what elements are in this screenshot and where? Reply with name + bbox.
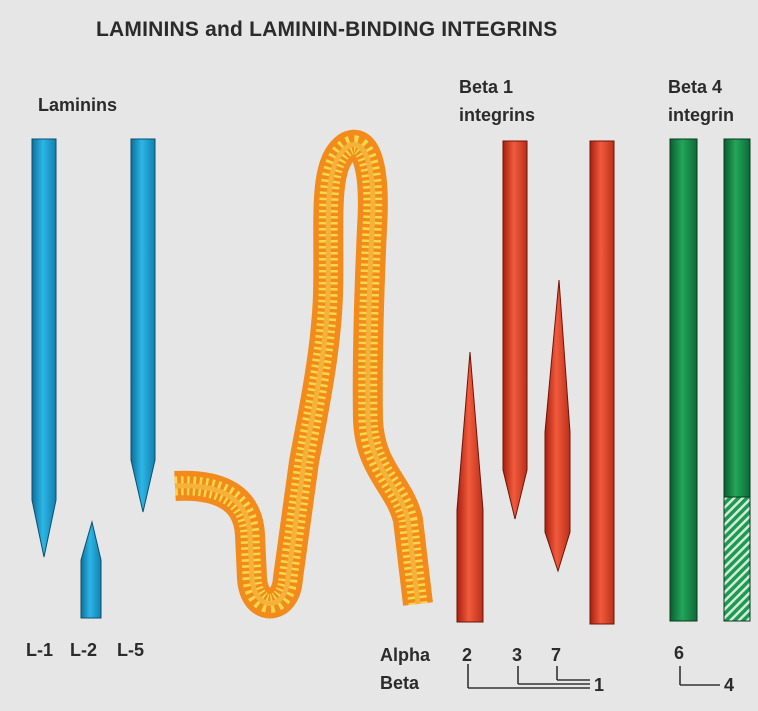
laminin-l1-chain xyxy=(32,139,56,557)
beta4-heading-line2: integrin xyxy=(668,101,734,129)
beta1-heading-line1: Beta 1 xyxy=(459,73,535,101)
beta4-heading-line1: Beta 4 xyxy=(668,73,734,101)
beta1-number: 1 xyxy=(594,675,604,696)
laminin-label-l5: L-5 xyxy=(117,640,144,661)
alpha2-number: 2 xyxy=(462,645,472,666)
alpha2-integrin-chain xyxy=(457,352,483,622)
beta4-bracket xyxy=(680,666,720,685)
beta-row-label: Beta xyxy=(380,673,419,694)
laminin-label-l2: L-2 xyxy=(70,640,97,661)
alpha-row-label: Alpha xyxy=(380,645,430,666)
beta1-heading: Beta 1 integrins xyxy=(459,73,535,129)
alpha3-number: 3 xyxy=(512,645,522,666)
alpha7-integrin-chain xyxy=(545,280,570,571)
diagram-title: LAMININS and LAMININ-BINDING INTEGRINS xyxy=(96,18,557,42)
beta1-bracket xyxy=(468,664,590,688)
epithelium-fold xyxy=(175,145,418,604)
beta1-integrin-chain-a xyxy=(503,141,527,519)
laminin-label-l1: L-1 xyxy=(26,640,53,661)
beta4-integrin-chain xyxy=(724,139,750,497)
alpha6-integrin-chain xyxy=(670,139,697,621)
alpha7-number: 7 xyxy=(551,645,561,666)
laminins-heading: Laminins xyxy=(38,95,117,116)
beta1-heading-line2: integrins xyxy=(459,101,535,129)
alpha3-integrin-chain xyxy=(590,141,614,624)
laminin-l5-chain xyxy=(131,139,155,512)
beta4-number: 4 xyxy=(724,675,734,696)
beta4-heading: Beta 4 integrin xyxy=(668,73,734,129)
alpha6-number: 6 xyxy=(674,643,684,664)
beta4-hatched-segment xyxy=(724,497,750,621)
laminin-l2-chain xyxy=(81,522,101,618)
